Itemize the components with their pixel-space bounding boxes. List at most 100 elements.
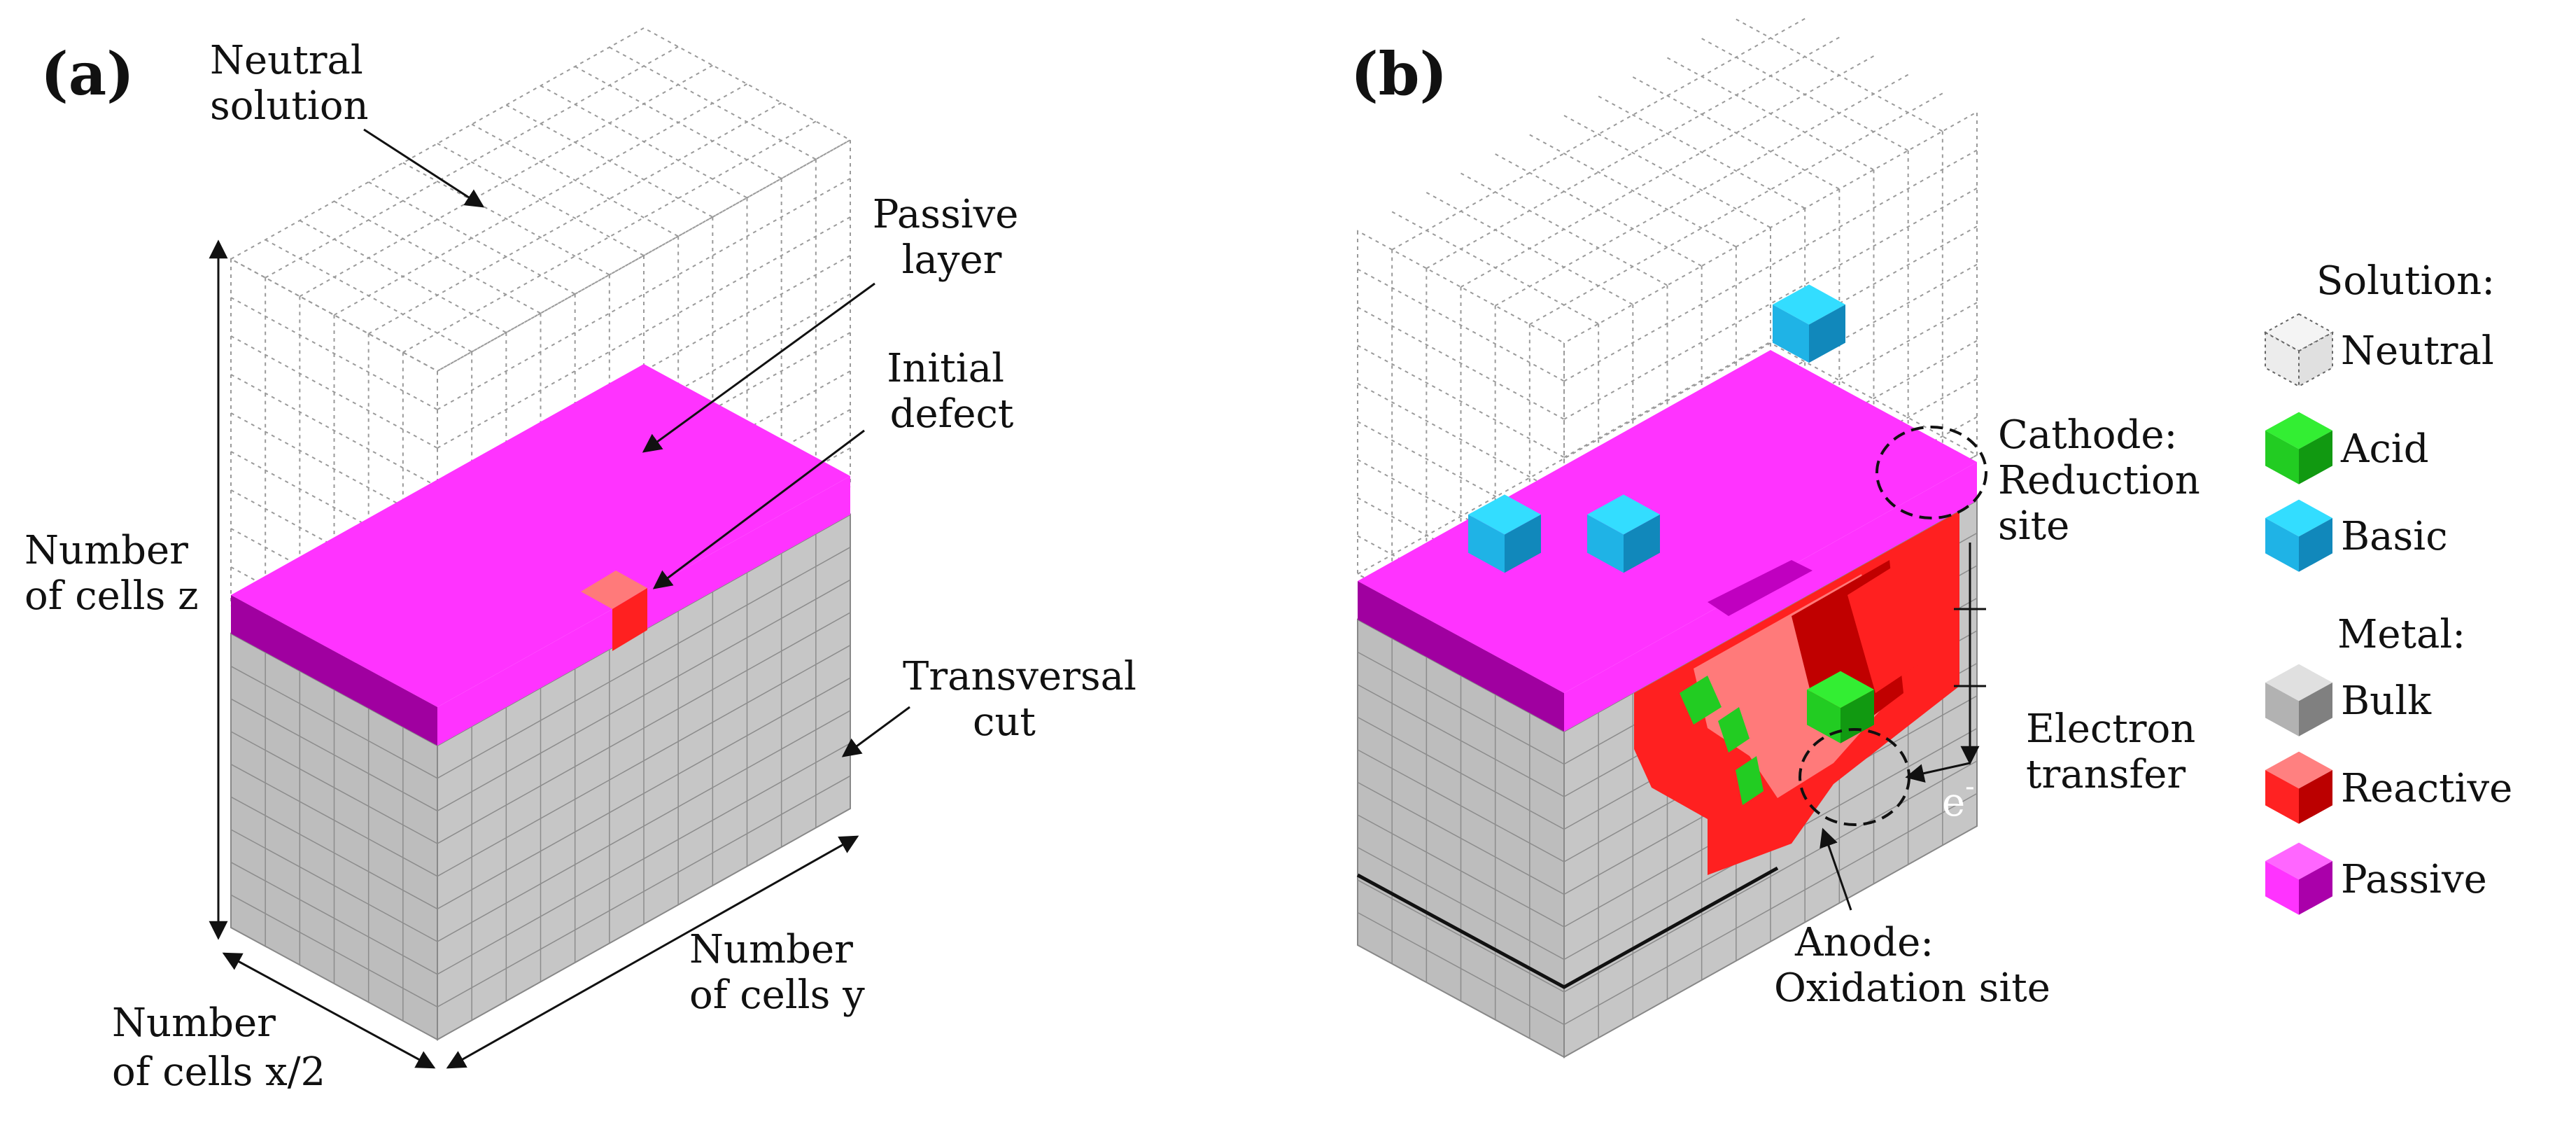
- legend-cube-basic-left: [2265, 518, 2299, 572]
- metal-block-b: [1356, 350, 1978, 1058]
- arrow-transversal-cut: [841, 706, 910, 757]
- bulk-left-b-line: [1357, 749, 1565, 862]
- bulk-left-b-line: [1357, 911, 1565, 1026]
- acid-cell-2: [1718, 707, 1750, 753]
- basic-cube-1-left: [1468, 515, 1505, 573]
- sol-top-b-line: [1563, 115, 1771, 228]
- annotations-b: Cathode: Reduction site e- Electron tran…: [1774, 412, 2213, 1011]
- bulk-left-b-line: [1357, 651, 1565, 765]
- arrow-anode: [1820, 827, 1852, 911]
- legend-cube-reactive-left: [2265, 770, 2299, 824]
- legend-cube-reactive-top: [2265, 751, 2332, 789]
- sol-top-line: [402, 162, 610, 276]
- legend-label-bulk: Bulk: [2341, 678, 2432, 724]
- bulk-left-line: [230, 829, 438, 942]
- label-passive-layer: Passive layer: [873, 192, 1032, 283]
- sol-top-b-line: [1632, 76, 1840, 190]
- panel-b-label: (b): [1351, 39, 1447, 109]
- sol-right-line: [437, 178, 851, 410]
- sol-top-b-line: [1461, 55, 1874, 288]
- label-transversal-cut: Transversal cut: [903, 654, 1149, 745]
- basic-cube-3-top: [1773, 284, 1845, 325]
- dimension-arrow-y: [446, 835, 859, 1069]
- sol-left-b-line: [1357, 307, 1565, 420]
- bulk-left-b-line: [1357, 846, 1565, 960]
- electron-path-horizontal: [1905, 762, 1971, 783]
- sol-left-line: [230, 297, 438, 410]
- panel-a: (a) Neutral solution: [24, 27, 1149, 1095]
- label-electron-symbol: e-: [1942, 771, 1975, 825]
- label-cells-x: Number of cells x/2: [112, 1000, 325, 1095]
- legend-cube-basic-right: [2299, 518, 2332, 572]
- basic-cube-1: [1468, 494, 1541, 573]
- bulk-right-line: [437, 612, 851, 844]
- legend-label-basic: Basic: [2341, 514, 2448, 559]
- panel-b: (b): [1351, 18, 2213, 1058]
- panel-a-label: (a): [41, 39, 134, 109]
- sol-right-b-line: [1563, 188, 1978, 420]
- bulk-right-line: [437, 547, 851, 779]
- bulk-left-b-line: [1357, 879, 1565, 993]
- bulk-right-b-line: [1563, 792, 1978, 1026]
- passive-top-face-b: [1358, 350, 1977, 693]
- legend-cube-reactive-right: [2299, 770, 2332, 824]
- sol-top-line: [437, 143, 645, 256]
- legend: Solution: Metal: NeutralAcidBasicBulkRea…: [2263, 258, 2512, 915]
- label-cells-y: Number of cells y: [689, 927, 866, 1018]
- sol-right-b-line: [1563, 225, 1978, 459]
- basic-cube-2-left: [1587, 515, 1624, 573]
- label-initial-defect: Initial defect: [887, 346, 1017, 437]
- legend-cube-reactive: [2265, 751, 2332, 824]
- passive-right-face-b: [1564, 462, 1977, 732]
- label-neutral-solution: Neutral solution: [210, 38, 376, 129]
- arrow-neutral-solution: [363, 128, 485, 208]
- sol-top-line: [368, 102, 782, 335]
- legend-cube-acid-right: [2299, 431, 2332, 484]
- sol-top-b-line: [1598, 95, 1806, 209]
- acid-cell-1: [1680, 676, 1722, 725]
- sol-top-b-line: [1426, 36, 1840, 270]
- sol-left-line: [230, 374, 438, 487]
- acid-cell-3: [1736, 756, 1764, 805]
- bulk-left-line: [230, 731, 438, 844]
- label-electron-transfer: Electron transfer: [2026, 706, 2208, 797]
- legend-label-reactive: Reactive: [2341, 766, 2512, 811]
- sol-top-b-line: [1529, 134, 1737, 248]
- legend-cube-acid: [2265, 412, 2332, 484]
- basic-cube-1-right: [1505, 515, 1541, 573]
- bulk-left-b-line: [1357, 716, 1565, 830]
- sol-left-b-line: [1357, 344, 1565, 459]
- legend-cube-passive-left: [2265, 861, 2299, 915]
- legend-cube-neutral: [2263, 313, 2335, 388]
- legend-metal-title: Metal:: [2337, 612, 2465, 657]
- basic-cube-2: [1587, 494, 1660, 573]
- label-anode: Anode: Oxidation site: [1774, 920, 2050, 1011]
- legend-label-passive: Passive: [2341, 857, 2487, 902]
- depth-line: [1356, 866, 1779, 989]
- legend-cube-passive-top: [2265, 842, 2332, 880]
- solution-cubes: [1468, 284, 1874, 743]
- label-cathode: Cathode: Reduction site: [1998, 412, 2213, 549]
- sol-top-line: [368, 181, 576, 295]
- sol-left-b-line: [1357, 382, 1565, 496]
- legend-solution-title: Solution:: [2316, 258, 2495, 304]
- label-cells-z: Number of cells z: [24, 528, 201, 619]
- sol-top-b-line: [1391, 18, 1806, 251]
- bulk-left-line: [230, 698, 438, 811]
- bulk-left-line: [230, 666, 438, 779]
- bulk-left-b-line: [1357, 781, 1565, 895]
- bulk-left-b-line: [1357, 684, 1565, 797]
- basic-cube-3: [1773, 284, 1845, 363]
- basic-cube-3-right: [1809, 305, 1845, 363]
- initial-defect-side: [612, 588, 647, 651]
- sol-right-line: [437, 216, 851, 449]
- sol-top-line: [334, 83, 747, 316]
- legend-label-acid: Acid: [2340, 426, 2429, 472]
- sol-top-b-line: [1529, 92, 1943, 326]
- acid-cube-pit: [1807, 671, 1874, 743]
- bulk-left-line: [230, 764, 438, 877]
- passive-pit-edge: [1708, 560, 1813, 616]
- acid-cube-pit-right: [1840, 690, 1874, 743]
- basic-cube-3-left: [1773, 305, 1809, 363]
